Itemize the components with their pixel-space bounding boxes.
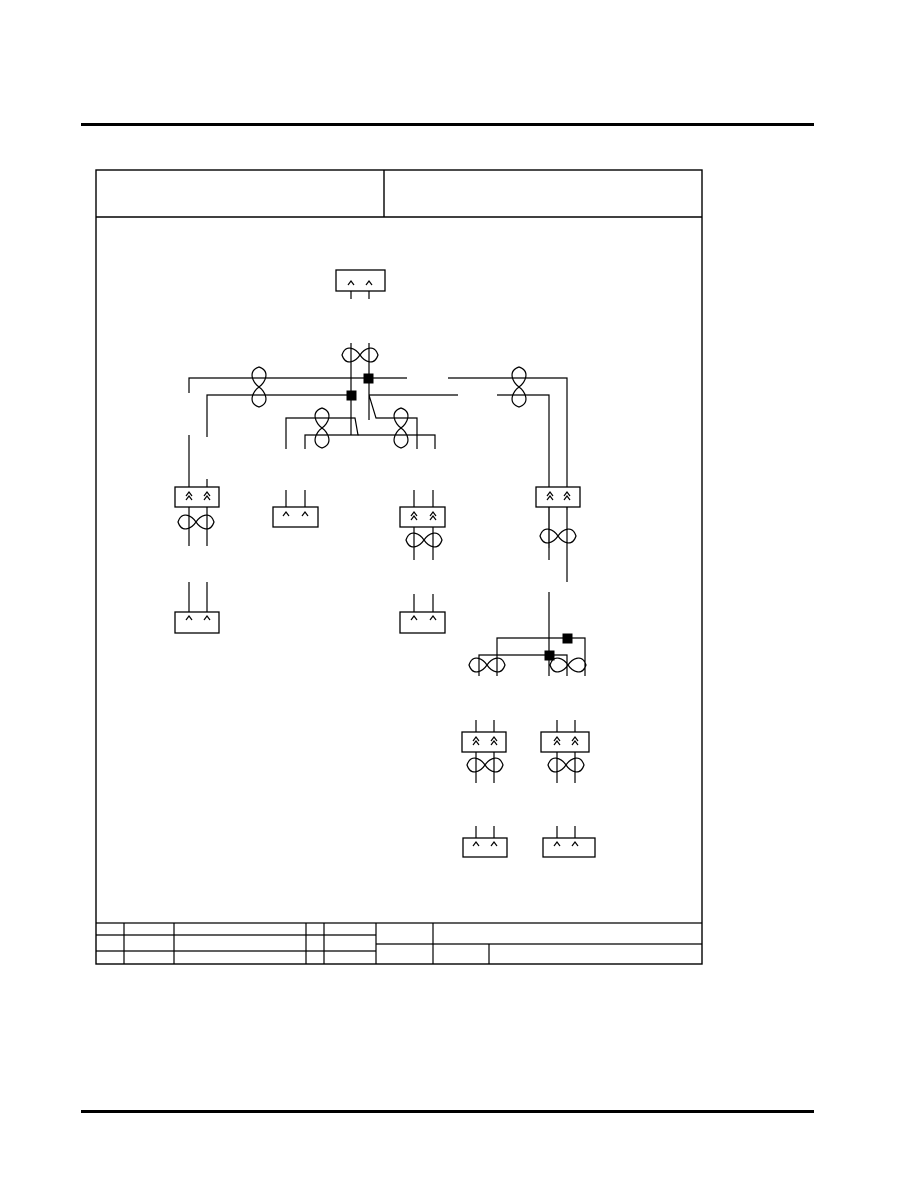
pin-mark (553, 841, 561, 847)
junction-node (544, 650, 555, 661)
pin-arrow-up (546, 495, 554, 501)
junction-nodes (346, 373, 573, 661)
pin-mark (429, 615, 437, 621)
top-rule (81, 123, 814, 126)
loop-symbols (177, 347, 587, 773)
pin-mark (410, 615, 418, 621)
pin-marks (185, 280, 579, 847)
terminal-box-lower-left-a (461, 731, 507, 753)
pin-arrow-up (563, 495, 571, 501)
form-frame (95, 169, 703, 965)
terminal-boxes (174, 269, 596, 858)
pin-mark (571, 841, 579, 847)
loop-symbol-horizontal (549, 657, 587, 673)
loop-symbol-vertical (511, 366, 527, 408)
pin-arrow-up (490, 736, 498, 742)
terminal-box-lower-right-a (540, 731, 590, 753)
pin-arrow-up (185, 495, 193, 501)
pin-arrow-up (410, 511, 418, 517)
pin-arrow-up (563, 491, 571, 497)
pin-arrow-up (472, 740, 480, 746)
loop-symbol-horizontal (468, 657, 506, 673)
loop-symbol-vertical (251, 366, 267, 408)
terminal-box-top (335, 269, 386, 292)
loop-symbol-horizontal (466, 757, 504, 773)
pin-arrow-up (553, 740, 561, 746)
pin-mark (301, 511, 309, 517)
pin-arrow-up (185, 491, 193, 497)
loop-symbol-vertical (314, 407, 330, 449)
bottom-rule (81, 1110, 814, 1113)
pin-mark (490, 841, 498, 847)
pin-arrow-up (490, 740, 498, 746)
wiring-lines (188, 280, 586, 850)
terminal-box-middle (272, 506, 319, 528)
pin-arrow-up (472, 736, 480, 742)
pin-arrow-up (553, 736, 561, 742)
terminal-box-left-upper (174, 486, 220, 508)
pin-mark (472, 841, 480, 847)
pin-arrow-up (429, 515, 437, 521)
pin-arrow-up (203, 495, 211, 501)
pin-arrow-up (546, 491, 554, 497)
loop-symbol-horizontal (341, 347, 379, 363)
terminal-box-lower-right-b (542, 837, 596, 858)
pin-arrow-up (571, 736, 579, 742)
pin-mark (185, 615, 193, 621)
pin-arrow-up (203, 491, 211, 497)
terminal-box-left-lower (174, 611, 220, 634)
loop-symbol-horizontal (547, 757, 585, 773)
loop-symbol-horizontal (405, 532, 443, 548)
terminal-box-right-upper (535, 486, 581, 508)
loop-symbol-vertical (393, 407, 409, 449)
pin-mark (282, 511, 290, 517)
junction-node (346, 390, 357, 401)
terminal-box-middle-right-lower (399, 611, 446, 634)
title-block (96, 922, 702, 964)
pin-arrow-up (571, 740, 579, 746)
loop-symbol-horizontal (177, 514, 215, 530)
junction-node (562, 633, 573, 644)
terminal-box-lower-left-b (462, 837, 508, 858)
junction-node (363, 373, 374, 384)
pin-arrow-up (365, 280, 373, 286)
pin-arrow-up (429, 511, 437, 517)
terminal-box-middle-right-upper (399, 506, 446, 528)
pin-arrow-up (347, 280, 355, 286)
pin-mark (203, 615, 211, 621)
pin-arrow-up (410, 515, 418, 521)
loop-symbol-horizontal (539, 528, 577, 544)
